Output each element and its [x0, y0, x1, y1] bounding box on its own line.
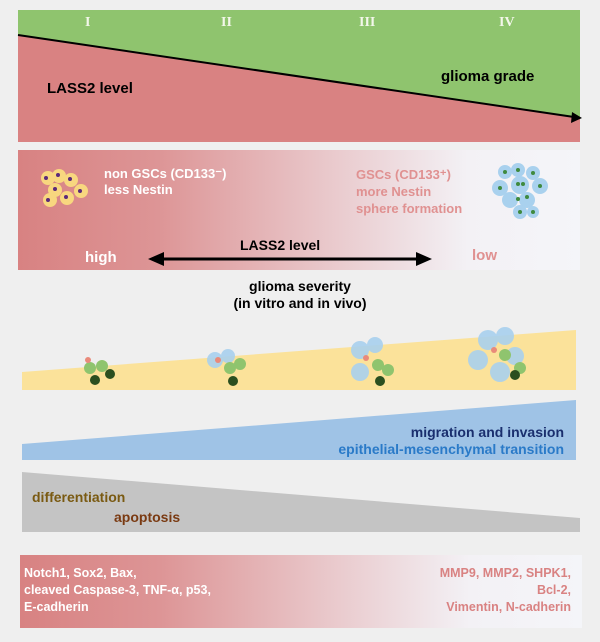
arrow-left-icon — [148, 252, 164, 266]
marker-line: Notch1, Sox2, Bax, — [24, 566, 137, 580]
yellow-wedge — [22, 330, 576, 390]
non-gsc-text: non GSCs (CD133⁻) less Nestin — [104, 166, 226, 198]
emt-line: epithelial-mesenchymal transition — [338, 441, 564, 457]
stage-label: III — [359, 15, 376, 30]
stage-label: IV — [499, 15, 515, 30]
marker-line: MMP9, MMP2, SHPK1, — [439, 566, 571, 580]
glioma-severity: glioma severity (in vitro and in vivo) — [0, 278, 600, 312]
markers-left: Notch1, Sox2, Bax, cleaved Caspase-3, TN… — [24, 565, 211, 616]
apoptosis-label: apoptosis — [114, 509, 181, 525]
migration-line: migration and invasion — [410, 424, 564, 440]
tumor-cells-icon — [84, 327, 526, 386]
migration-text: migration and invasion epithelial-mesenc… — [338, 424, 564, 458]
non-gsc-line: non GSCs (CD133⁻) — [104, 166, 227, 181]
marker-line: cleaved Caspase-3, TNF-α, p53, — [24, 583, 211, 597]
gsc-line: sphere formation — [356, 201, 463, 216]
arrow-label: LASS2 level — [240, 237, 321, 253]
blue-wedge — [22, 400, 576, 460]
gsc-line: more Nestin — [356, 184, 432, 199]
severity-line: glioma severity — [249, 278, 351, 294]
arrow-head-icon — [571, 112, 582, 123]
markers-right: MMP9, MMP2, SHPK1, Bcl-2, Vimentin, N-ca… — [440, 565, 571, 616]
cell-panel — [18, 150, 580, 270]
gsc-sphere-icon — [492, 163, 548, 219]
marker-line: Bcl-2, — [536, 583, 571, 597]
glioma-grade-label: glioma grade — [441, 68, 535, 85]
grade-line — [17, 34, 575, 118]
high-label: high — [85, 249, 117, 266]
lass2-level-label: LASS2 level — [47, 80, 133, 97]
gsc-text: GSCs (CD133⁺) more Nestin sphere formati… — [356, 166, 462, 217]
non-gsc-line: less Nestin — [104, 182, 173, 197]
grade-wedge — [18, 10, 580, 118]
marker-line: E-cadherin — [24, 600, 89, 614]
non-gsc-cells-icon — [41, 169, 88, 207]
differentiation-label: differentiation — [32, 489, 126, 505]
low-label: low — [472, 247, 497, 264]
marker-line: Vimentin, N-cadherin — [446, 600, 571, 614]
gsc-line: GSCs (CD133⁺) — [356, 167, 451, 182]
stage-label: I — [85, 15, 91, 30]
marker-panel — [20, 555, 582, 628]
severity-line: (in vitro and in vivo) — [233, 295, 367, 311]
stage-label: II — [221, 15, 232, 30]
gray-wedge — [22, 472, 580, 532]
arrow-right-icon — [416, 252, 432, 266]
